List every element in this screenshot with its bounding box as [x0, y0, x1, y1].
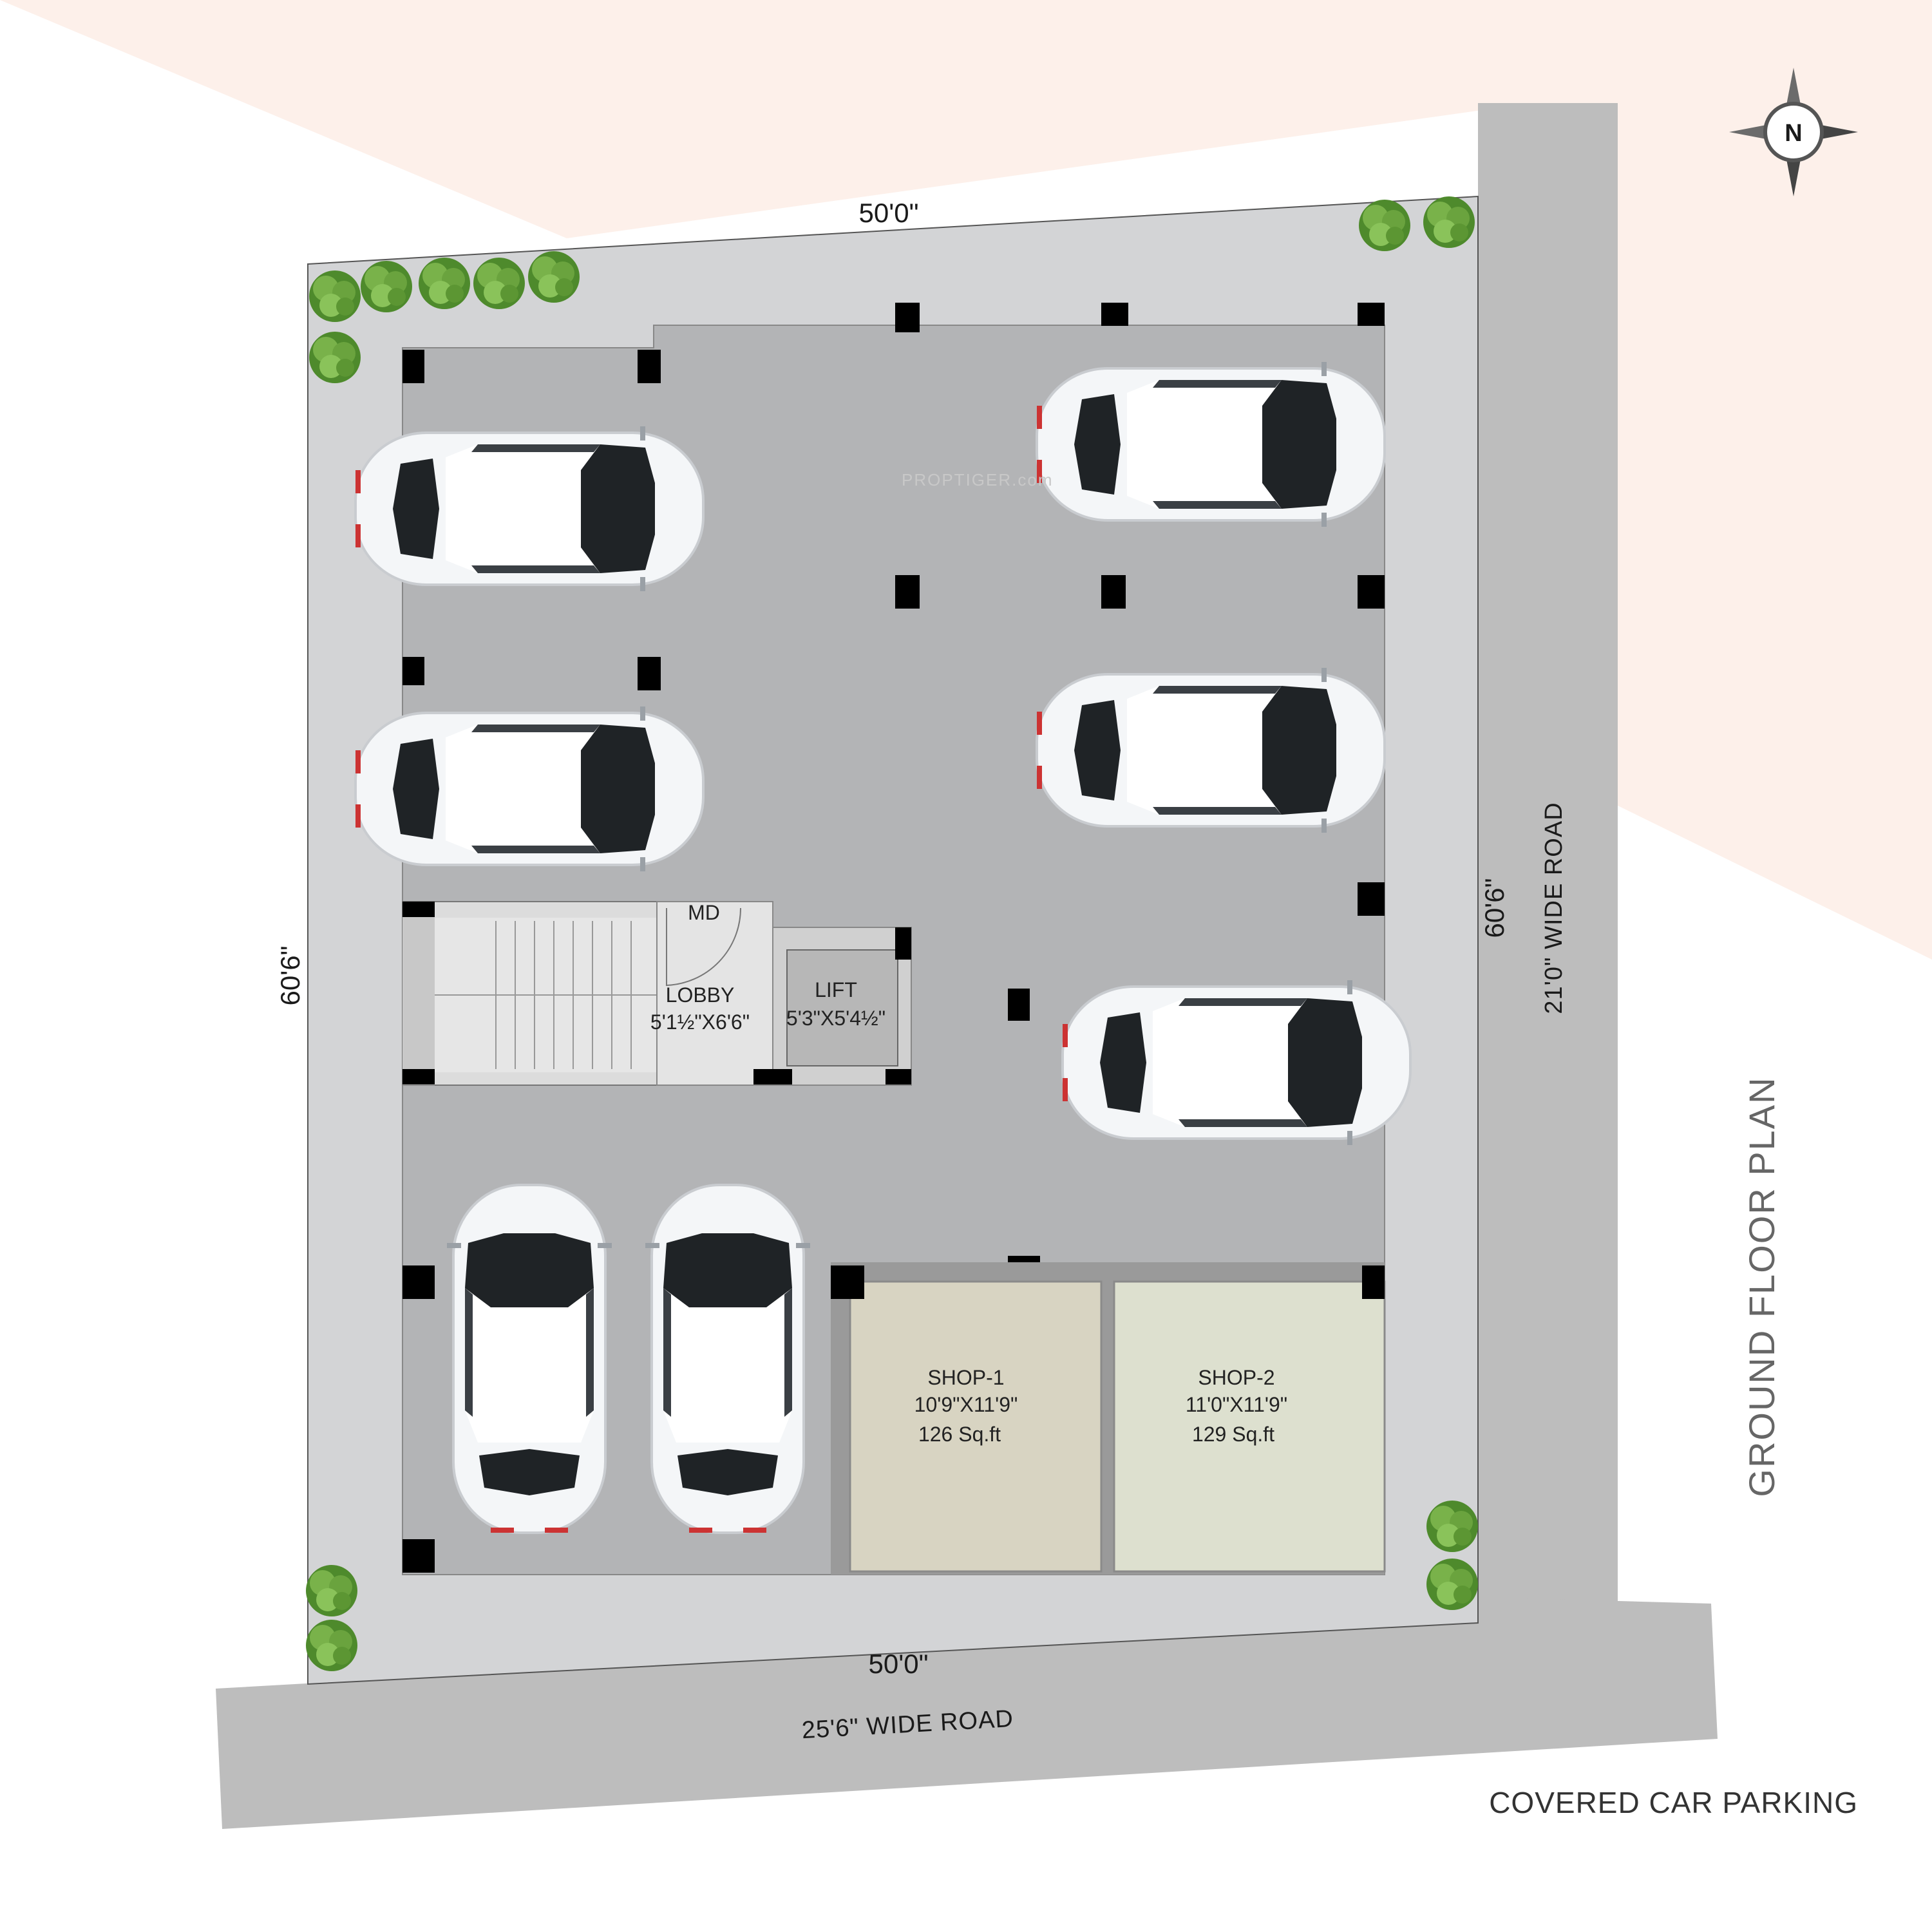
car-parking-slot-1: [354, 425, 705, 592]
background-tint-area: [0, 0, 1932, 960]
shop2-label: SHOP-2: [1198, 1366, 1274, 1389]
lift-label: LIFT: [815, 978, 857, 1001]
south-road: [216, 1604, 1718, 1829]
md-label: MD: [688, 901, 720, 924]
compass-icon: N: [1729, 68, 1858, 196]
dimension-left: 60'6": [275, 945, 305, 1005]
car-parking-slot-4: [1036, 667, 1386, 834]
dimension-bottom: 50'0": [868, 1649, 928, 1679]
lobby-label: LOBBY: [666, 983, 735, 1007]
shop2-area: 129 Sq.ft: [1192, 1423, 1274, 1446]
east-road-label: 21'0" WIDE ROAD: [1540, 802, 1567, 1014]
car-parking-slot-2: [354, 705, 705, 873]
compass-label: N: [1785, 120, 1802, 147]
lobby-size: 5'1½"X6'6": [650, 1010, 750, 1034]
shop1-area: 126 Sq.ft: [918, 1423, 1001, 1446]
core-block: [402, 901, 912, 1086]
car-parking-slot-3: [1036, 361, 1386, 528]
watermark: PROPTIGER.com: [902, 470, 1053, 489]
east-road-extension: [1478, 1597, 1711, 1649]
car-parking-slot-7: [644, 1184, 811, 1534]
shop2-size: 11'0"X11'9": [1186, 1393, 1287, 1416]
lift-size: 5'3"X5'4½": [786, 1007, 886, 1030]
shop1-label: SHOP-1: [927, 1366, 1004, 1389]
shop1-size: 10'9"X11'9": [914, 1393, 1018, 1416]
east-road: [1478, 103, 1618, 1616]
shops-block: [831, 1262, 1386, 1575]
dimension-right: 60'6": [1479, 878, 1510, 938]
plan-caption: COVERED CAR PARKING: [1489, 1786, 1858, 1819]
dimension-top: 50'0": [858, 198, 918, 228]
car-parking-slot-5: [1061, 979, 1412, 1146]
car-parking-slot-6: [446, 1184, 613, 1534]
plan-title: GROUND FLOOR PLAN: [1741, 1076, 1782, 1497]
